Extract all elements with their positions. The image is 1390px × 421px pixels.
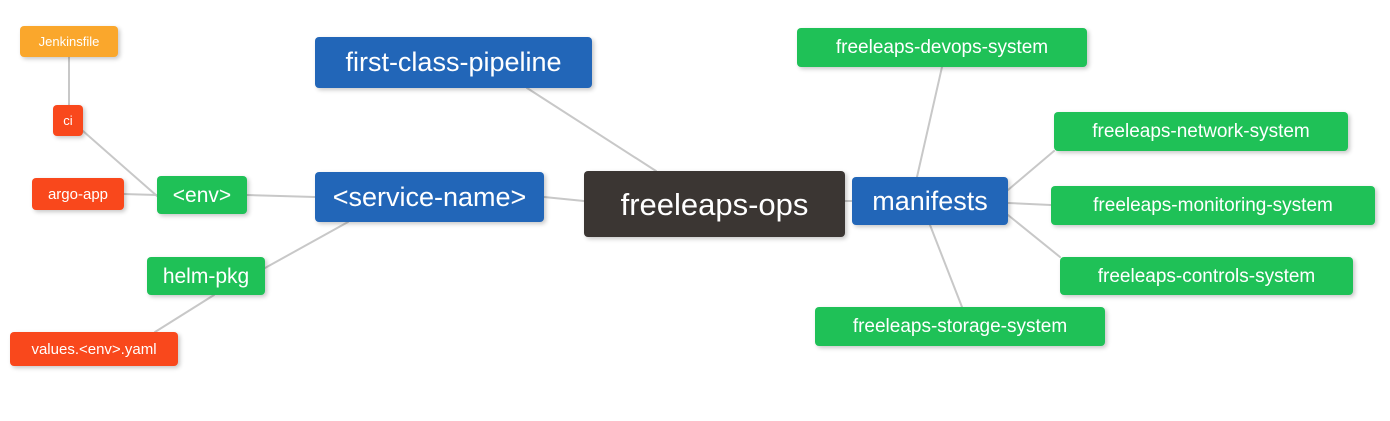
edge-values-env-yaml-to-helm-pkg: [154, 294, 215, 333]
node-label-argo-app: argo-app: [47, 185, 109, 203]
node-label-values-env-yaml: values.<env>.yaml: [31, 340, 157, 358]
node-helm-pkg[interactable]: helm-pkg: [147, 257, 265, 295]
node-freeleaps-controls-system[interactable]: freeleaps-controls-system: [1060, 257, 1353, 295]
node-freeleaps-monitoring-system[interactable]: freeleaps-monitoring-system: [1051, 186, 1375, 225]
edge-first-class-pipeline-to-freeleaps-ops: [526, 87, 657, 172]
edge-env-to-service-name: [246, 194, 316, 198]
node-label-ci: ci: [63, 113, 73, 128]
edge-helm-pkg-to-service-name: [264, 221, 349, 269]
edge-manifests-to-freeleaps-network-system: [1007, 150, 1055, 191]
node-ci[interactable]: ci: [53, 105, 83, 136]
node-label-helm-pkg: helm-pkg: [162, 264, 250, 288]
edge-manifests-to-freeleaps-devops-system: [916, 66, 943, 178]
node-freeleaps-ops[interactable]: freeleaps-ops: [584, 171, 845, 237]
node-first-class-pipeline[interactable]: first-class-pipeline: [315, 37, 592, 88]
node-service-name[interactable]: <service-name>: [315, 172, 544, 222]
node-label-freeleaps-storage-system: freeleaps-storage-system: [852, 316, 1068, 337]
node-label-freeleaps-ops: freeleaps-ops: [620, 186, 809, 222]
node-values-env-yaml[interactable]: values.<env>.yaml: [10, 332, 178, 366]
edge-service-name-to-freeleaps-ops: [543, 196, 585, 202]
edge-argo-app-to-env: [123, 193, 158, 196]
node-label-freeleaps-monitoring-system: freeleaps-monitoring-system: [1093, 195, 1333, 216]
node-env[interactable]: <env>: [157, 176, 247, 214]
node-label-first-class-pipeline: first-class-pipeline: [345, 47, 562, 77]
edge-manifests-to-freeleaps-storage-system: [929, 224, 963, 308]
node-freeleaps-storage-system[interactable]: freeleaps-storage-system: [815, 307, 1105, 346]
node-label-manifests: manifests: [872, 185, 988, 216]
node-freeleaps-devops-system[interactable]: freeleaps-devops-system: [797, 28, 1087, 67]
node-label-env: <env>: [172, 183, 232, 207]
node-argo-app[interactable]: argo-app: [32, 178, 124, 210]
node-label-jenkinsfile: Jenkinsfile: [38, 34, 100, 49]
node-freeleaps-network-system[interactable]: freeleaps-network-system: [1054, 112, 1348, 151]
node-manifests[interactable]: manifests: [852, 177, 1008, 225]
edge-manifests-to-freeleaps-monitoring-system: [1007, 202, 1052, 206]
node-jenkinsfile[interactable]: Jenkinsfile: [20, 26, 118, 57]
node-label-freeleaps-controls-system: freeleaps-controls-system: [1097, 265, 1316, 287]
node-label-freeleaps-network-system: freeleaps-network-system: [1092, 121, 1310, 142]
node-label-freeleaps-devops-system: freeleaps-devops-system: [835, 37, 1049, 58]
node-label-service-name: <service-name>: [332, 181, 527, 212]
